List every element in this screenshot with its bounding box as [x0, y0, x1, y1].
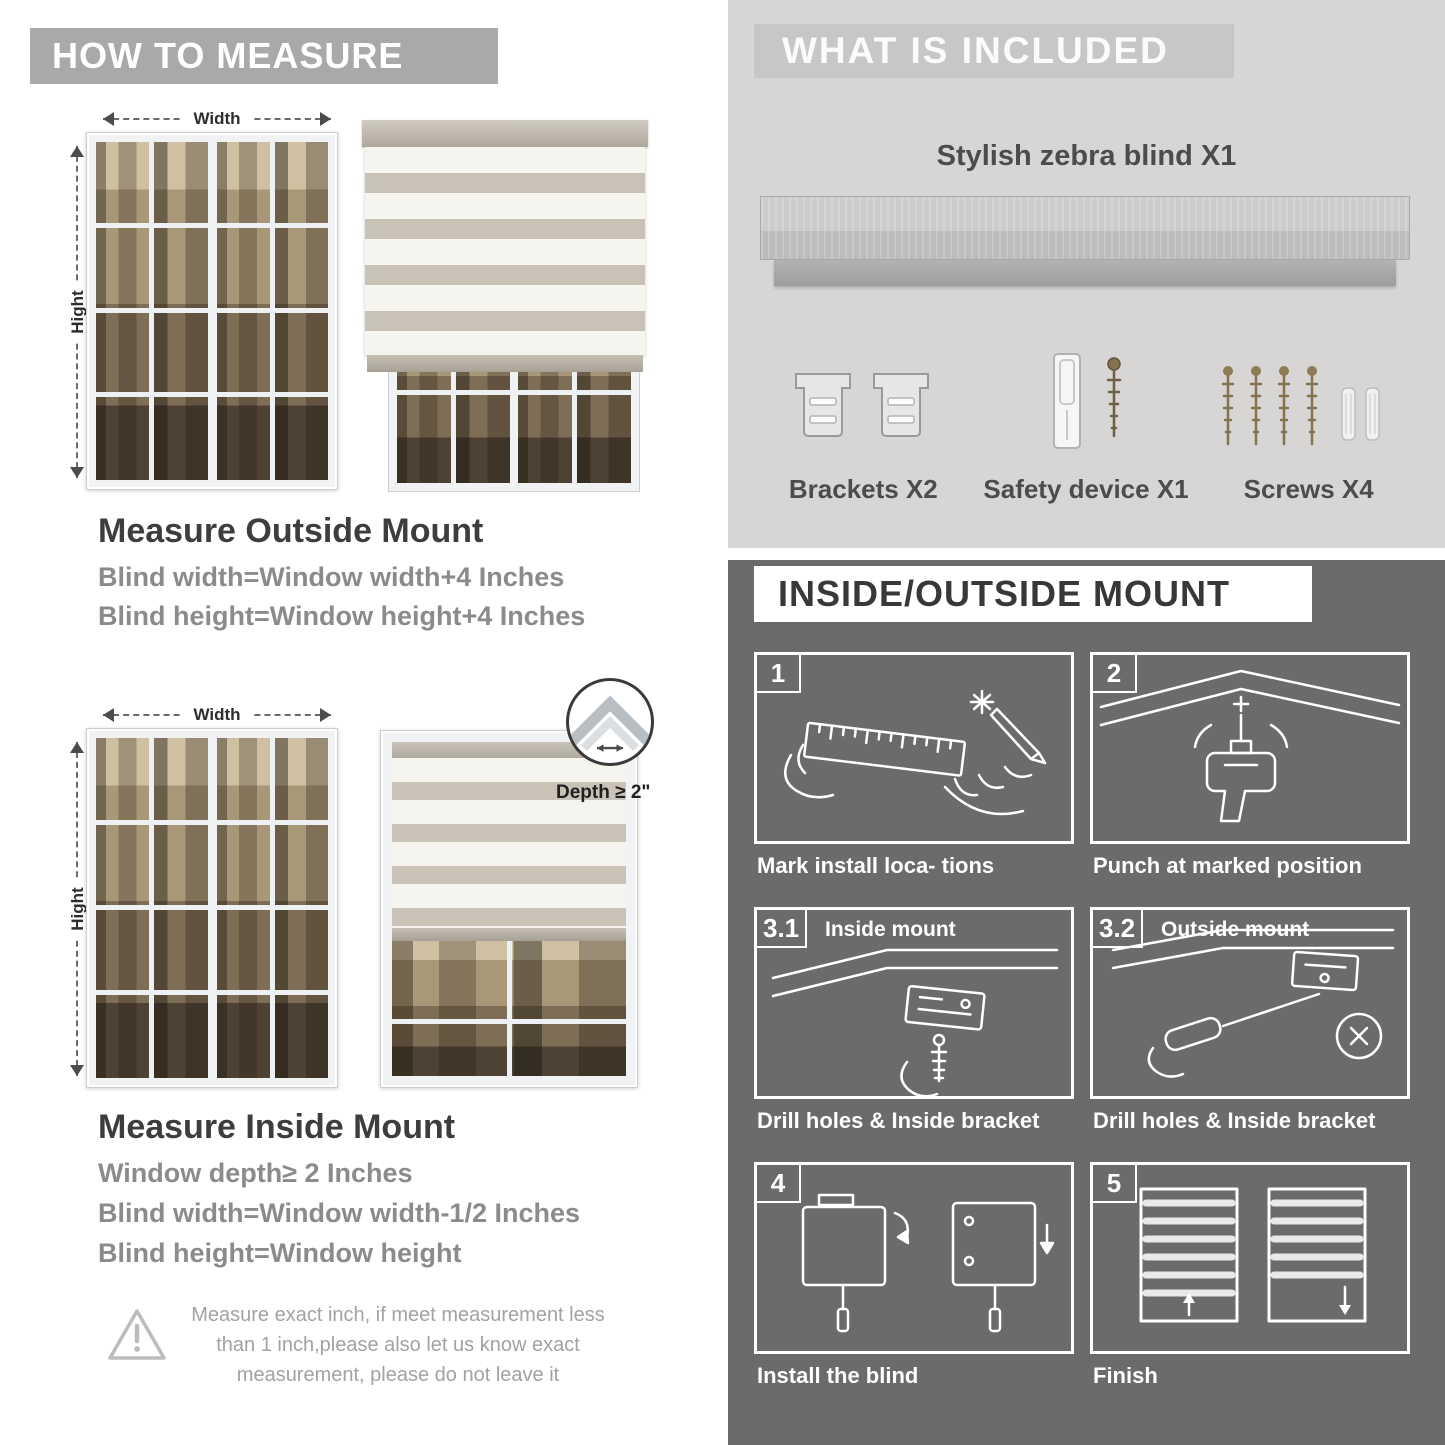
screws-icon	[1221, 366, 1380, 446]
step-5: 5	[1090, 1162, 1410, 1391]
step-3-1-number: 3.1	[757, 910, 808, 948]
screws-label: Screws X4	[1243, 474, 1374, 504]
window-illustration-inside	[86, 728, 338, 1088]
included-item-screws: Screws X4	[1197, 328, 1420, 505]
safety-device-icon	[1053, 353, 1122, 449]
inside-formula-depth: Window depth≥ 2 Inches	[98, 1158, 413, 1188]
blind-bottom-rail	[367, 355, 643, 372]
outside-formula-width: Blind width=Window width+4 Inches	[98, 562, 565, 592]
window-pane-photo	[216, 142, 328, 480]
window-pane-photo	[96, 142, 208, 480]
inside-outside-mount-banner: INSIDE/OUTSIDE MOUNT	[754, 566, 1312, 622]
step-4-caption: Install the blind	[757, 1363, 919, 1388]
mount-steps-grid: 1	[754, 652, 1414, 1417]
step-3-2-caption: Drill holes & Inside bracket	[1093, 1108, 1376, 1133]
brackets-label: Brackets X2	[788, 474, 938, 504]
how-to-measure-banner: HOW TO MEASURE	[30, 28, 498, 84]
height-label-inside: Hight	[68, 879, 88, 939]
step-4-number: 4	[757, 1165, 801, 1203]
right-column: WHAT IS INCLUDED Stylish zebra blind X1	[728, 0, 1445, 1445]
depth-callout-circle	[566, 678, 654, 766]
step-1-illustration-mark-locations	[784, 689, 1047, 816]
step-2-number: 2	[1093, 655, 1137, 693]
what-is-included-banner: WHAT IS INCLUDED	[754, 24, 1234, 78]
height-label-outside: Hight	[68, 282, 88, 342]
inside-formula-width: Blind width=Window width-1/2 Inches	[98, 1198, 581, 1228]
included-item-brackets: Brackets X2	[752, 328, 975, 505]
blind-headrail-illustration	[760, 196, 1410, 260]
blind-cassette	[362, 120, 648, 147]
included-item-safety-device: Safety device X1	[975, 328, 1198, 505]
what-is-included-title: WHAT IS INCLUDED	[782, 30, 1169, 71]
safety-device-label: Safety device X1	[983, 474, 1189, 504]
step-3-2-number: 3.2	[1093, 910, 1144, 948]
measure-outside-heading: Measure Outside Mount	[98, 512, 484, 550]
step-5-illustration-finish	[1139, 1187, 1367, 1323]
step-1-number: 1	[757, 655, 801, 693]
step-1: 1	[754, 652, 1074, 881]
mount-instructions-section: INSIDE/OUTSIDE MOUNT 1	[728, 560, 1445, 1445]
step-1-caption: Mark install loca- tions	[757, 853, 995, 878]
step-3-2: 3.2 Outside mount	[1090, 907, 1410, 1136]
depth-label: Depth ≥ 2"	[556, 782, 651, 803]
step-2-illustration-drill	[1099, 669, 1401, 823]
window-pane-photo	[96, 738, 208, 1078]
width-label-inside: Width	[183, 705, 251, 725]
window-pane-photo	[392, 941, 626, 1076]
step-2-caption: Punch at marked position	[1093, 853, 1362, 878]
blind-zebra-stripes	[365, 147, 645, 355]
measurement-note: Measure exact inch, if meet measurement …	[191, 1304, 605, 1386]
window-corner-zoom-icon	[569, 695, 651, 752]
width-dimension-inside: Width	[103, 705, 331, 725]
how-to-measure-title: HOW TO MEASURE	[52, 35, 404, 76]
step-3-2-illustration-outside-bracket	[1111, 928, 1395, 1078]
zebra-blind-inside-illustration	[380, 730, 638, 1088]
included-items-row: Brackets X2 Safety device X1	[752, 328, 1420, 505]
window-illustration-outside	[86, 132, 338, 490]
inside-outside-mount-title: INSIDE/OUTSIDE MOUNT	[778, 573, 1231, 614]
step-5-number: 5	[1093, 1165, 1137, 1203]
step-3-1-caption: Drill holes & Inside bracket	[757, 1108, 1040, 1133]
step-3-1-illustration-inside-bracket	[771, 948, 1059, 1096]
what-is-included-section: WHAT IS INCLUDED Stylish zebra blind X1	[728, 0, 1445, 548]
measure-inside-heading: Measure Inside Mount	[98, 1108, 456, 1146]
inside-formula-height: Blind height=Window height	[98, 1238, 462, 1268]
brackets-icon	[795, 373, 930, 437]
step-4: 4	[754, 1162, 1074, 1391]
height-dimension-outside: Hight	[68, 146, 88, 478]
height-dimension-inside: Hight	[68, 742, 88, 1076]
blind-bottom-rail	[392, 928, 626, 941]
blind-headrail-valance	[774, 260, 1396, 286]
how-to-measure-section: HOW TO MEASURE Width Hight	[0, 0, 700, 1445]
width-label-outside: Width	[183, 109, 251, 129]
blind-zebra-stripes	[392, 758, 626, 928]
zebra-blind-outside-illustration	[362, 120, 648, 492]
step-5-caption: Finish	[1093, 1363, 1158, 1388]
step-3-1: 3.1 Inside mount	[754, 907, 1074, 1136]
step-3-1-title: Inside mount	[825, 918, 956, 941]
product-label: Stylish zebra blind X1	[936, 140, 1237, 172]
blind-cassette	[392, 742, 626, 758]
outside-formula-height: Blind height=Window height+4 Inches	[98, 601, 586, 631]
step-2: 2	[1090, 652, 1410, 881]
window-pane-photo	[216, 738, 328, 1078]
width-dimension-outside: Width	[103, 109, 331, 129]
step-4-illustration-install-blind	[801, 1193, 1055, 1333]
warning-icon	[108, 1309, 166, 1360]
